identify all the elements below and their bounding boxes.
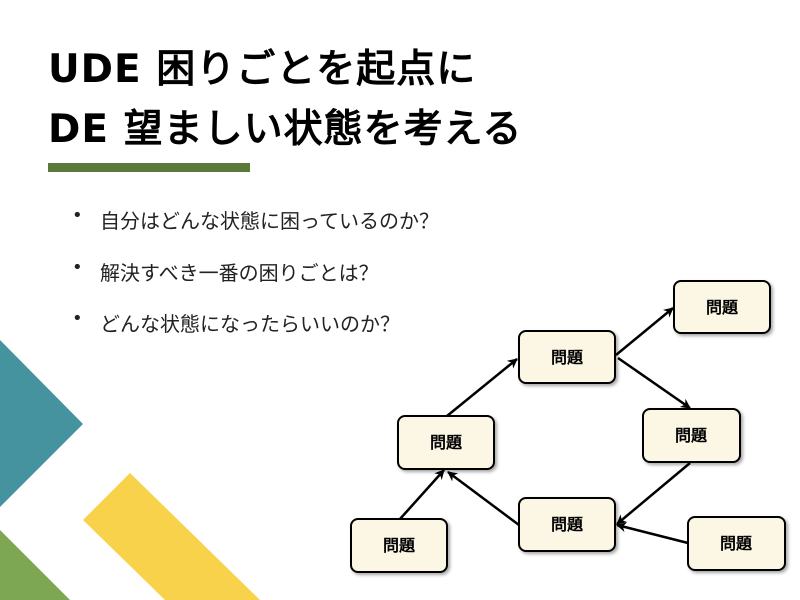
node-label: 問題	[551, 515, 584, 534]
yellow-band-decoration	[83, 473, 260, 600]
node-label: 問題	[720, 534, 753, 553]
bullet-text: 解決すべき一番の困りごとは？	[100, 260, 379, 285]
arrow	[447, 470, 520, 527]
teal-triangle-decoration	[0, 340, 83, 507]
diagram-node: 問題	[518, 330, 616, 384]
node-label: 問題	[551, 348, 584, 367]
diagram-node: 問題	[397, 415, 495, 470]
diagram-node: 問題	[673, 280, 771, 334]
node-label: 問題	[383, 536, 416, 555]
node-label: 問題	[675, 426, 708, 445]
node-label: 問題	[430, 433, 463, 452]
diagram-node: 問題	[518, 497, 616, 552]
diagram-node: 問題	[642, 408, 741, 463]
bullet-text: 自分はどんな状態に困っているのか？	[100, 209, 439, 233]
bullet-icon: •	[72, 205, 83, 226]
bullet-icon: •	[72, 256, 83, 278]
slide-title-line2: DE 望ましい状態を考える	[48, 107, 523, 152]
slide-title-line1: UDE 困りごとを起点に	[48, 47, 477, 92]
diagram-node: 問題	[687, 516, 786, 571]
arrow	[446, 358, 518, 417]
bullet-item: • 自分はどんな状態に困っているのか？	[72, 205, 439, 257]
bullet-item: • 解決すべき一番の困りごとは？	[72, 257, 439, 309]
arrow	[616, 522, 689, 545]
diagram-arrows	[399, 307, 691, 545]
bullet-list: • 自分はどんな状態に困っているのか？ • 解決すべき一番の困りごとは？ • どんな状…	[72, 205, 439, 360]
bullet-text: どんな状態になったらいいのか？	[100, 312, 400, 336]
arrow	[399, 469, 445, 520]
diagram-node: 問題	[350, 518, 448, 573]
arrow	[617, 356, 691, 410]
arrow	[615, 307, 674, 356]
bullet-icon: •	[72, 308, 83, 329]
arrow	[616, 462, 691, 525]
title-underline	[48, 163, 250, 172]
bullet-item: • どんな状態になったらいいのか？	[72, 308, 439, 360]
green-triangle-decoration	[0, 530, 70, 600]
node-label: 問題	[706, 298, 739, 317]
